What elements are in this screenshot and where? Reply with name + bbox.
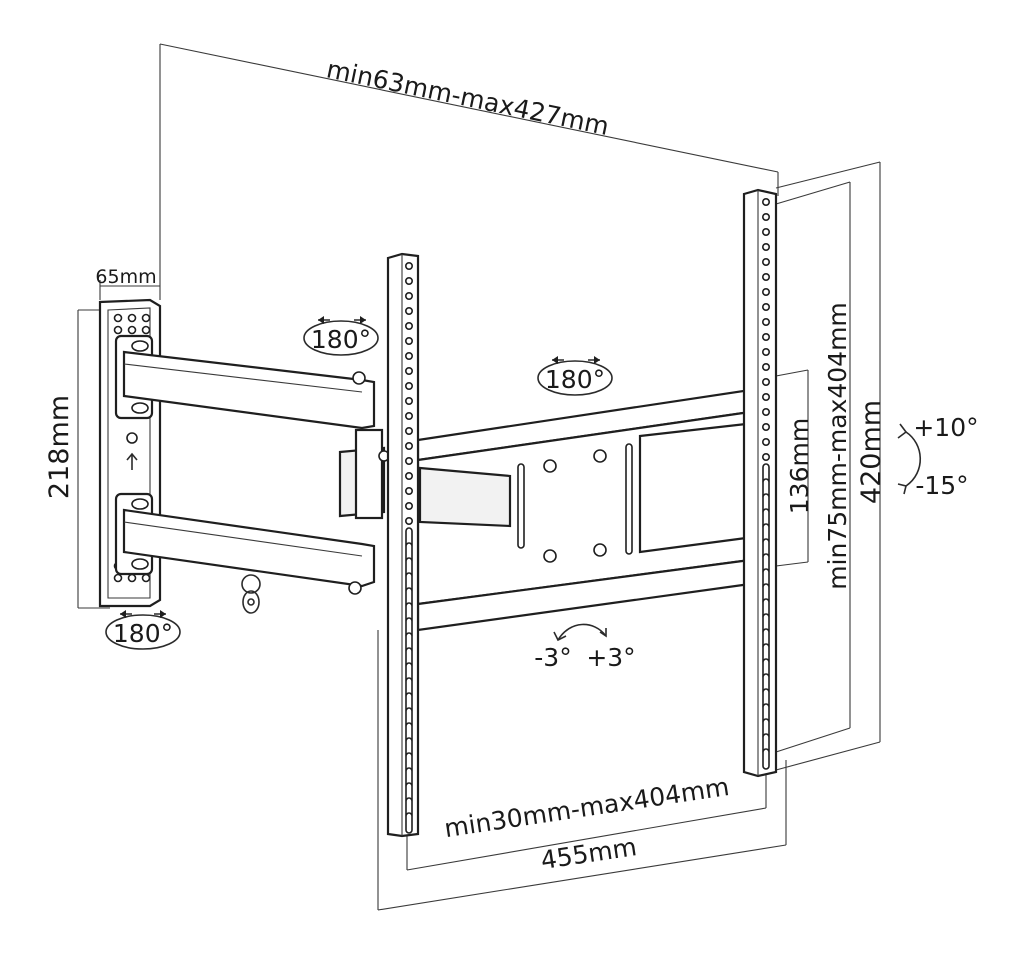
bracket-slot: [762, 748, 770, 770]
bracket-hole: [404, 411, 413, 420]
bracket-hole: [761, 302, 770, 311]
dim-wall-height: 218mm: [44, 395, 75, 499]
bracket-hole: [761, 332, 770, 341]
tilt-arrow-icon: [897, 423, 921, 495]
bracket-hole: [404, 516, 413, 525]
bracket-hole: [761, 452, 770, 461]
bracket-hole: [761, 198, 770, 207]
tilt-up-label: +10°: [913, 413, 978, 442]
pivot-block: [338, 428, 390, 520]
bracket-hole: [761, 377, 770, 386]
rotation-label-head: 180°: [545, 365, 605, 394]
tv-crossbar: [416, 388, 752, 632]
rotation-badge-arm: 180°: [303, 316, 379, 356]
bracket-hole: [404, 366, 413, 375]
rotation-label-wall: 180°: [113, 619, 173, 648]
bracket-hole: [404, 276, 413, 285]
safety-ring: [241, 574, 261, 614]
rotation-badge-wall: 180°: [105, 610, 181, 650]
level-arrow-icon: [553, 623, 607, 642]
bracket-hole: [761, 437, 770, 446]
bracket-hole: [404, 426, 413, 435]
bracket-hole: [404, 336, 413, 345]
bracket-hole: [404, 306, 413, 315]
bracket-hole: [761, 317, 770, 326]
rotation-badge-head: 180°: [537, 356, 613, 396]
dim-overall-height: 420mm: [856, 400, 887, 504]
bracket-hole: [404, 441, 413, 450]
bracket-hole: [404, 501, 413, 510]
bracket-hole: [404, 321, 413, 330]
bracket-hole: [761, 407, 770, 416]
upper-arm: [122, 350, 376, 430]
level-left-label: -3°: [534, 643, 571, 672]
bracket-hole: [761, 422, 770, 431]
bracket-hole: [761, 272, 770, 281]
bracket-hole: [761, 347, 770, 356]
dim-vesa-vertical: min75mm-max404mm: [823, 302, 852, 590]
rotation-label-arm: 180°: [311, 325, 371, 354]
bracket-slot: [405, 812, 413, 834]
tilt-down-label: -15°: [915, 471, 968, 500]
bracket-hole: [761, 257, 770, 266]
bracket-hole: [404, 381, 413, 390]
tv-bracket-left: [386, 252, 420, 838]
bracket-hole: [404, 291, 413, 300]
dim-vesa-horizontal: min30mm-max404mm: [442, 772, 731, 843]
bracket-hole: [404, 351, 413, 360]
dim-overall-width: 455mm: [539, 832, 639, 875]
bracket-hole: [761, 392, 770, 401]
extension-lines: [77, 43, 881, 911]
bracket-hole: [761, 362, 770, 371]
dim-vesa-vertical-small: 136mm: [785, 418, 814, 514]
dim-wall-depth: 65mm: [95, 266, 156, 288]
bracket-hole: [404, 261, 413, 270]
bracket-hole: [761, 228, 770, 237]
bracket-hole: [404, 471, 413, 480]
lower-arm: [122, 508, 376, 595]
level-right-label: +3°: [586, 643, 635, 672]
tv-bracket-right: [742, 188, 778, 778]
bracket-hole: [404, 456, 413, 465]
bracket-hole: [761, 287, 770, 296]
bracket-hole: [404, 396, 413, 405]
dim-arm-extension: min63mm-max427mm: [324, 54, 611, 141]
bracket-hole: [761, 243, 770, 252]
bracket-hole: [761, 213, 770, 222]
bracket-hole: [404, 486, 413, 495]
